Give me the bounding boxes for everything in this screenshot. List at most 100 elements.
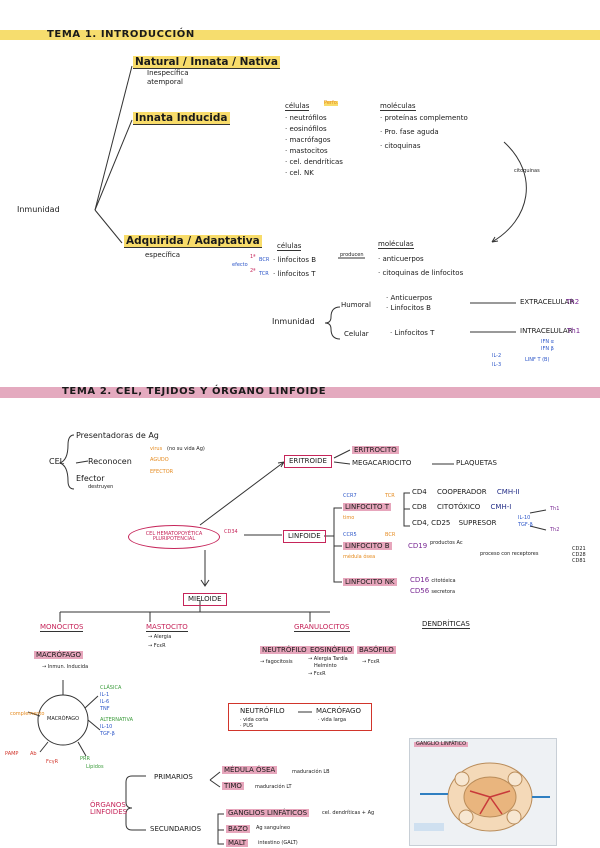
virus-tag: virus [150, 446, 163, 452]
linf-t-label: LINFOCITO T [343, 503, 391, 511]
adquirida-left-tag: efecto [232, 262, 248, 268]
malt-note: intestino (GALT) [258, 840, 298, 846]
humoral-item-1: · Linfocitos B [386, 304, 431, 312]
inducida-cell-1: · eosinófilos [285, 125, 327, 133]
monocitos-label: MONOCITOS [40, 623, 84, 632]
adquirida-cell-0: · linfocitos B [273, 256, 317, 264]
virus-note: (no su vida Ag) [167, 446, 205, 452]
neutrofilo-label: NEUTRÓFILO [260, 646, 309, 654]
bazo-label: BAZO [226, 825, 250, 833]
il10-label: IL-10 [518, 515, 531, 521]
il3-label: IL-3 [492, 362, 502, 368]
wheel-left-fcgr: FcγR [46, 759, 59, 765]
adquirida-cells-head: células [277, 242, 302, 251]
mastocito-item-0: → Alergia [148, 634, 172, 640]
basofilo-label: BASÓFILO [357, 646, 396, 654]
wheel-label-il10: IL-10 [100, 724, 113, 730]
organos-label: ÓRGANOS LINFOIDES [90, 801, 128, 816]
cd25-row: CD4, CD25 SUPRESOR [412, 519, 497, 527]
compare-l-item-0: · vida corta [240, 717, 269, 723]
linf-b-label: LINFOCITO B [343, 542, 392, 550]
humoral-result: EXTRACELULAR [520, 298, 575, 306]
cd56-label: CD56 secretora [410, 587, 456, 595]
primarios-label: PRIMARIOS [154, 773, 193, 781]
wheel-left-pamp: PAMP [5, 751, 19, 757]
inducida-cell-5: · cel. NK [285, 169, 314, 177]
celular-label: Celular [344, 330, 369, 338]
eosinofilo-label: EOSINÓFILO [308, 646, 355, 654]
inducida-mol-head: moléculas [380, 102, 416, 111]
wheel-center: MACRÓFAGO [47, 716, 80, 722]
inducida-cell-4: · cel. dendríticas [285, 158, 343, 166]
wheel-label-tnf: TNF [100, 706, 110, 712]
stem-tag: CD34 [224, 529, 238, 535]
celular-th: Th1 [567, 327, 581, 335]
medula-label: MÉDULA ÓSEA [222, 766, 278, 774]
wheel-label-tgfb: TGF-β [100, 731, 115, 737]
inducida-cell-0: · neutrófilos [285, 114, 327, 122]
inducida-label: Innata Inducida [133, 112, 230, 125]
root-inmunidad: Inmunidad [17, 205, 60, 214]
linf-t-tag: timo [343, 515, 355, 521]
humoral-th: Th2 [566, 298, 580, 306]
side-cd-1: CD28 [572, 552, 586, 558]
il2-label: IL-2 [492, 353, 502, 359]
bazo-note: Ag sanguíneo [256, 825, 291, 831]
tema1-title: TEMA 1. INTRODUCCIÓN [47, 29, 195, 40]
secundarios-label: SECUNDARIOS [150, 825, 202, 833]
wheel-label-il1: IL-1 [100, 692, 110, 698]
wheel-left-ab: Ab [30, 751, 37, 757]
neutrofilo-item: → fagocitosis [260, 659, 293, 665]
linfoide-box: LINFOIDE [283, 530, 326, 543]
lymph-node-figure: GANGLIO LINFÁTICO [409, 738, 557, 846]
tema2-band [0, 387, 600, 398]
cd8-row: CD8 CITOTÓXICO CMH-I [412, 503, 512, 511]
wheel-left-complemento: complemento [10, 711, 45, 717]
cd4-row: CD4 COOPERADOR CMH-II [412, 488, 520, 496]
wheel-label-il6: IL-6 [100, 699, 110, 705]
th2-label: Th2 [550, 527, 560, 533]
dendriticas-label: DENDRÍTICAS [422, 620, 470, 629]
eosinofilo-item-0: → Alergia Tardía [308, 656, 348, 662]
humoral-label: Humoral [341, 301, 371, 309]
adquirida-mid-tag: producen [340, 252, 364, 258]
wheel-label-clasica: CLÁSICA [100, 685, 122, 691]
mastocito-label: MASTOCITO [146, 623, 188, 632]
compare-l-item-1: · PUS [240, 723, 254, 729]
ganglios-note: cel. dendríticas + Ag [322, 810, 375, 816]
inducida-mol-0: · proteínas complemento [380, 114, 468, 122]
compare-right: MACRÓFAGO [316, 707, 361, 715]
cel-func-2: Efector [76, 474, 105, 483]
timo-label: TIMO [222, 782, 244, 790]
inmun-inducida: → Inmun. Inducida [42, 664, 89, 670]
cd19-label: CD19 [408, 542, 428, 550]
inducida-mol-2: · citoquinas [380, 142, 421, 150]
linf-nk-label: LINFOCITO NK [343, 578, 397, 586]
cd19-note: productos Ac [430, 540, 463, 546]
eritroide-box: ERITROIDE [284, 455, 332, 468]
plaquetas-label: PLAQUETAS [456, 459, 497, 467]
wheel-label-alternativa: ALTERNATIVA [100, 717, 134, 723]
side-cd-2: CD81 [572, 558, 586, 564]
inducida-cell-2: · macrófagos [285, 136, 331, 144]
lymph-node-drawing [414, 762, 550, 832]
tgfb-label: TGF-β [518, 522, 533, 528]
timo-note: maduración LT [255, 784, 292, 790]
cel-func-0: Presentadoras de Ag [76, 431, 159, 440]
stem-cell: CEL HEMATOPOYÉTICA PLURIPOTENCIAL [128, 525, 220, 549]
inducida-cell-3: · mastocitos [285, 147, 328, 155]
humoral-item-0: · Anticuerpos [386, 294, 433, 302]
adquirida-mol-1: · citoquinas de linfocitos [378, 269, 464, 277]
inducida-cells-head: células [285, 102, 310, 111]
ccr7-label: CCR7 [343, 493, 357, 499]
ccr5-label: CCR5 [343, 532, 357, 538]
eosinofilo-item-2: → FcεR [308, 671, 326, 677]
citoquinas-arrow-label: citoquinas [514, 168, 540, 174]
tcr-label: TCR [385, 493, 395, 499]
adquirida-cell-1: · linfocitos T [273, 270, 316, 278]
celular-result: INTRACELULAR [520, 327, 573, 335]
ifn-a: IFN α [541, 339, 554, 345]
celular-item: · Linfocitos T [390, 329, 435, 337]
tema1-band [0, 30, 600, 40]
